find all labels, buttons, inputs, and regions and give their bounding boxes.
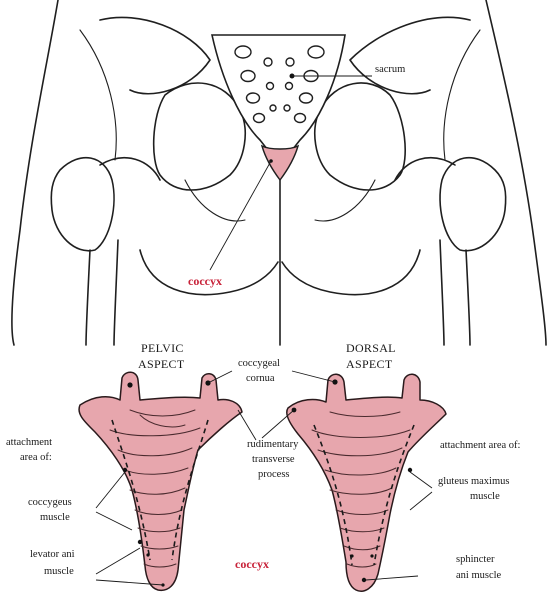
label-attachment-left-1: attachment (6, 437, 52, 448)
label-sacrum: sacrum (375, 64, 405, 75)
coccyx-dorsal-aspect (287, 374, 446, 591)
label-coccygeal-cornua-1: coccygeal (238, 358, 280, 369)
iliac-wing-right (350, 17, 470, 93)
label-gluteus-2: muscle (470, 491, 500, 502)
body-outline-right (486, 0, 546, 345)
body-outline-left (12, 0, 58, 345)
label-sphincter-2: ani muscle (456, 570, 502, 581)
label-gluteus-1: gluteus maximus (438, 476, 509, 487)
label-sphincter-1: sphincter (456, 554, 495, 565)
pelvis-illustration (12, 0, 546, 345)
label-coccygeus-2: muscle (40, 512, 70, 523)
label-coccygeal-cornua-2: cornua (246, 373, 275, 384)
label-dorsal-aspect-1: DORSAL (346, 341, 396, 355)
label-attachment-right: attachment area of: (440, 440, 521, 451)
femur-right (466, 250, 470, 345)
label-attachment-left-2: area of: (20, 452, 52, 463)
greater-trochanter-left (51, 158, 114, 251)
coccyx-top-leader (210, 161, 271, 270)
coccyx-top-bone (262, 146, 298, 180)
label-coccyx-bottom: coccyx (235, 557, 269, 571)
femur-left (86, 250, 90, 345)
pelvic-brim-right (315, 83, 405, 190)
label-levator-1: levator ani (30, 549, 75, 560)
label-coccygeus-1: coccygeus (28, 497, 72, 508)
label-rudimentary-2: transverse (252, 454, 295, 465)
label-coccyx-top: coccyx (188, 274, 222, 288)
label-rudimentary-1: rudimentary (247, 439, 299, 450)
coccyx-pelvic-aspect (79, 372, 242, 590)
label-pelvic-aspect-2: ASPECT (138, 357, 185, 371)
label-rudimentary-3: process (258, 469, 290, 480)
gluteal-fold-right (282, 250, 420, 295)
label-dorsal-aspect-2: ASPECT (346, 357, 393, 371)
pelvic-brim-left (154, 83, 246, 190)
label-levator-2: muscle (44, 566, 74, 577)
greater-trochanter-right (440, 158, 506, 251)
label-pelvic-aspect-1: PELVIC (141, 341, 184, 355)
